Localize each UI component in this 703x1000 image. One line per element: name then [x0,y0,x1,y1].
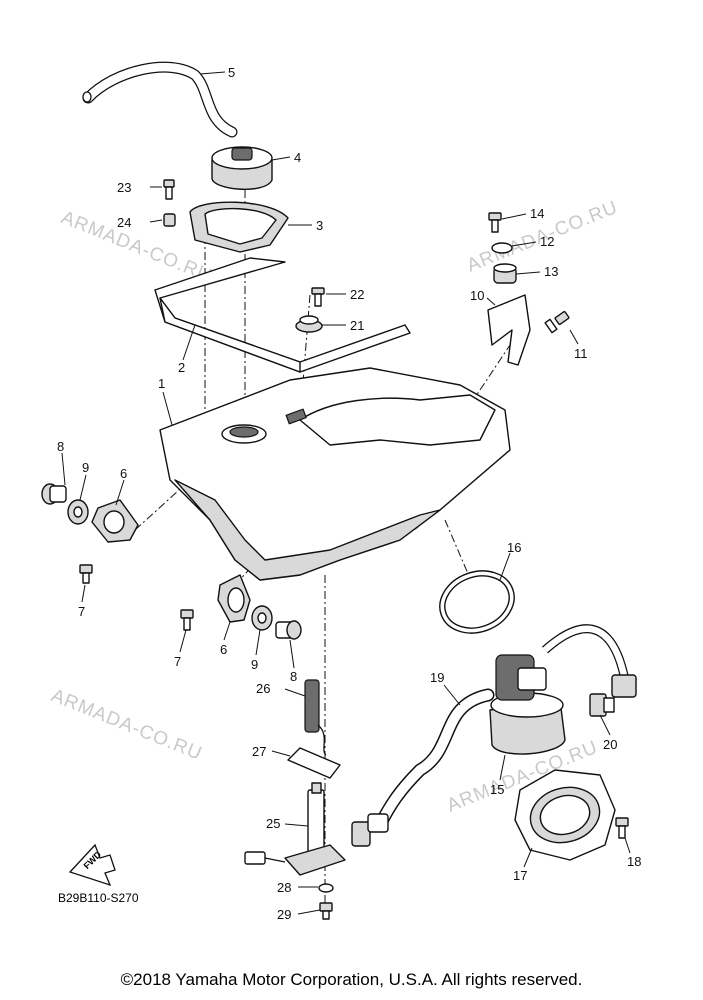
callout-12: 12 [540,234,554,249]
diagram-code: B29B110-S270 [58,891,139,905]
part-28-washer [318,883,334,893]
part-9b-o-ring [251,605,273,631]
callout-9b: 9 [251,657,258,672]
copyright-notice: ©2018 Yamaha Motor Corporation, U.S.A. A… [120,970,583,989]
callout-14: 14 [530,206,544,221]
part-6b-flange [217,574,251,623]
part-1-fuel-tank [159,367,511,581]
callout-23: 23 [117,180,131,195]
leader-lines [61,71,631,915]
callout-13: 13 [544,264,558,279]
callout-10: 10 [470,288,484,303]
callout-18: 18 [627,854,641,869]
part-22-screw [311,287,325,307]
part-3-cover [189,201,289,253]
part-14-bolt [488,212,502,233]
part-21-grommet [295,315,323,333]
part-19-fuel-hose [351,688,495,847]
part-16-gasket [439,570,515,634]
callout-7a: 7 [78,604,85,619]
part-7b-bolt [180,609,194,631]
part-18-screw [615,817,629,839]
callout-9a: 9 [82,460,89,475]
callout-8b: 8 [290,669,297,684]
callout-2: 2 [178,360,185,375]
fwd-arrow-icon: FWD [68,843,116,887]
callout-8a: 8 [57,439,64,454]
part-4-fuel-cap [211,146,273,190]
callout-21: 21 [350,318,364,333]
part-7a-bolt [79,564,93,584]
callouts: 5 4 23 24 3 14 12 13 22 10 21 11 2 1 8 9… [57,65,641,922]
part-20-connector [589,693,615,717]
callout-25: 25 [266,816,280,831]
callout-15: 15 [490,782,504,797]
part-29-screw [319,902,333,920]
callout-11: 11 [574,346,588,361]
callout-19: 19 [430,670,444,685]
part-27-gasket [287,747,341,779]
part-9a-o-ring [67,499,89,525]
callout-26: 26 [256,681,270,696]
callout-7b: 7 [174,654,181,669]
callout-3: 3 [316,218,323,233]
callout-5: 5 [228,65,235,80]
part-26-fuel-level-sender [304,679,327,756]
callout-17: 17 [513,868,527,883]
part-8a-joint [41,483,67,505]
part-13-damper [493,263,517,284]
callout-22: 22 [350,287,364,302]
callout-16: 16 [507,540,521,555]
part-11-bolt [544,310,570,334]
callout-20: 20 [603,737,617,752]
part-10-stay [487,294,531,366]
part-6a-flange [91,499,139,543]
callout-6a: 6 [120,466,127,481]
callout-24: 24 [117,215,131,230]
part-5-breather-hose [82,61,238,138]
part-23-bolt [163,179,175,200]
part-8b-joint [275,620,302,640]
part-12-washer [491,242,513,254]
callout-6b: 6 [220,642,227,657]
part-17-plate [514,769,616,861]
callout-28: 28 [277,880,291,895]
watermark-4: ARMADA-CO.RU [48,685,205,765]
part-25-bracket [244,782,346,876]
part-24-collar [163,213,176,227]
callout-4: 4 [294,150,301,165]
callout-1: 1 [158,376,165,391]
callout-27: 27 [252,744,266,759]
part-2-bracket [154,257,411,373]
part-15-fuel-pump [489,624,637,755]
callout-29: 29 [277,907,291,922]
